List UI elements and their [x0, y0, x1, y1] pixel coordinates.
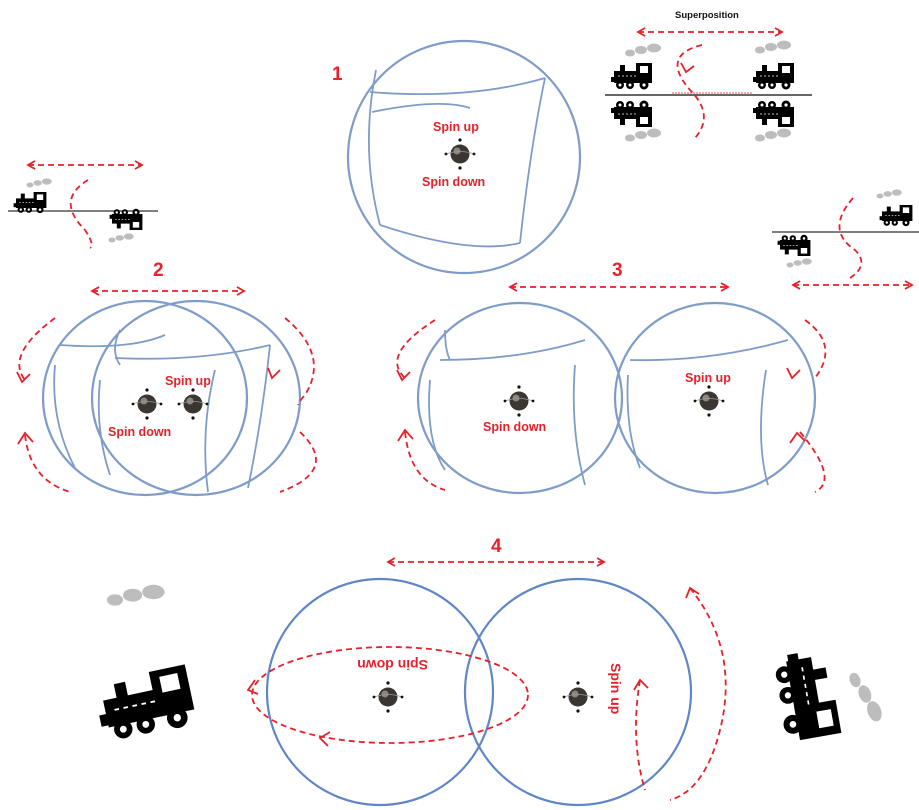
volleyball-3-left [416, 301, 624, 495]
train-left-small-icon [13, 191, 47, 214]
panel-4-spin-down-label: Spin down [357, 657, 428, 673]
superposition-inset: Superposition [605, 10, 812, 142]
panel-2-particle-right [177, 387, 209, 421]
panel-1: 1 Spin up Spin down [332, 39, 582, 275]
right-train-inset [772, 189, 919, 290]
panel-1-spin-up-label: Spin up [433, 120, 479, 134]
train-top-right-icon [752, 62, 795, 90]
panel-2: 2 Spin up Spin down [16, 260, 317, 497]
panel-4-particle-left [372, 680, 404, 714]
volleyball-1 [346, 39, 582, 275]
panel-2-particle-left [131, 387, 163, 421]
panel-3: 3 Spin down Spin up [396, 260, 827, 495]
large-train-right-icon [770, 647, 843, 744]
panel-1-number: 1 [332, 64, 343, 85]
train-top-left-mirrored-icon [610, 100, 653, 128]
panel-4-number: 4 [491, 536, 502, 557]
panel-4-spin-up-label: Spin up [608, 663, 624, 714]
superposition-label: Superposition [675, 10, 739, 21]
panel-1-particle [444, 137, 476, 171]
panel-4-circle-left [265, 577, 495, 807]
panel-3-spin-up-label: Spin up [685, 371, 731, 385]
volleyball-3-right [613, 301, 817, 495]
panel-3-particle-right [693, 384, 725, 418]
volleyball-2-back [41, 299, 249, 497]
panel-4: 4 Spin down Spin up [246, 536, 727, 807]
volleyball-2-front [90, 299, 302, 497]
panel-4-orbit [251, 646, 529, 744]
panel-4-circle-right [463, 577, 693, 807]
left-train-inset [8, 160, 158, 249]
train-top-right-mirrored-icon [752, 100, 795, 128]
panel-3-spin-down-label: Spin down [483, 420, 546, 434]
large-train-left-icon [91, 663, 199, 745]
panel-3-particle-left [503, 384, 535, 418]
panel-4-particle-right [562, 680, 594, 714]
train-right-small-icon [879, 204, 913, 227]
train-right-small-mirrored-icon [777, 234, 811, 257]
train-left-small-mirrored-icon [109, 208, 143, 231]
panel-1-spin-down-label: Spin down [422, 175, 485, 189]
panel-3-number: 3 [612, 260, 623, 281]
panel-2-number: 2 [153, 260, 164, 281]
panel-2-spin-up-label: Spin up [165, 374, 211, 388]
panel-2-spin-down-label: Spin down [108, 425, 171, 439]
superposition-rotation-arrow [676, 44, 705, 139]
train-top-left-icon [610, 62, 653, 90]
